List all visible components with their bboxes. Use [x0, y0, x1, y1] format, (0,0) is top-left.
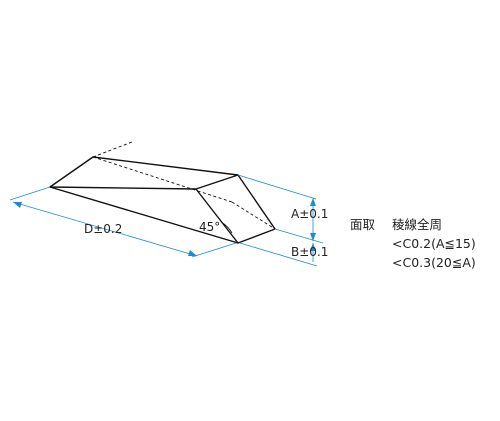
dimension-label-a: A±0.1	[291, 207, 328, 221]
prism-slant-edge	[195, 188, 239, 244]
chamfer-spec: 稜線全周	[392, 217, 443, 232]
b-extension-bottom	[239, 242, 318, 267]
arrow-a-bottom	[310, 233, 316, 241]
dimension-label-b: B±0.1	[291, 245, 328, 259]
hidden-edge-bottom	[231, 201, 276, 230]
angle-arc	[220, 221, 233, 234]
prism-front-face	[49, 174, 276, 244]
d-extension-right	[191, 242, 237, 258]
d-extension-left	[9, 186, 51, 201]
dimension-label-d: D±0.2	[84, 222, 122, 236]
prism-hidden-edges	[92, 141, 276, 230]
angle-label: 45°	[199, 220, 220, 234]
arrow-d-right	[188, 250, 197, 256]
d-dimension-line	[12, 201, 198, 257]
arrow-a-top	[310, 198, 316, 206]
hidden-edge-back	[92, 156, 233, 203]
a-extension-bottom	[274, 228, 324, 244]
hidden-edge-top	[92, 141, 133, 158]
prism-top-face	[49, 156, 239, 190]
chamfer-rule-small: <C0.2(A≦15)	[392, 236, 476, 251]
dimension-arrows	[13, 198, 316, 256]
arrow-b-top	[310, 243, 316, 251]
a-extension-top	[237, 174, 317, 200]
arrow-d-left	[13, 202, 22, 208]
chamfer-rule-large: <C0.3(20≦A)	[392, 255, 476, 270]
chamfer-label: 面取	[350, 217, 376, 232]
